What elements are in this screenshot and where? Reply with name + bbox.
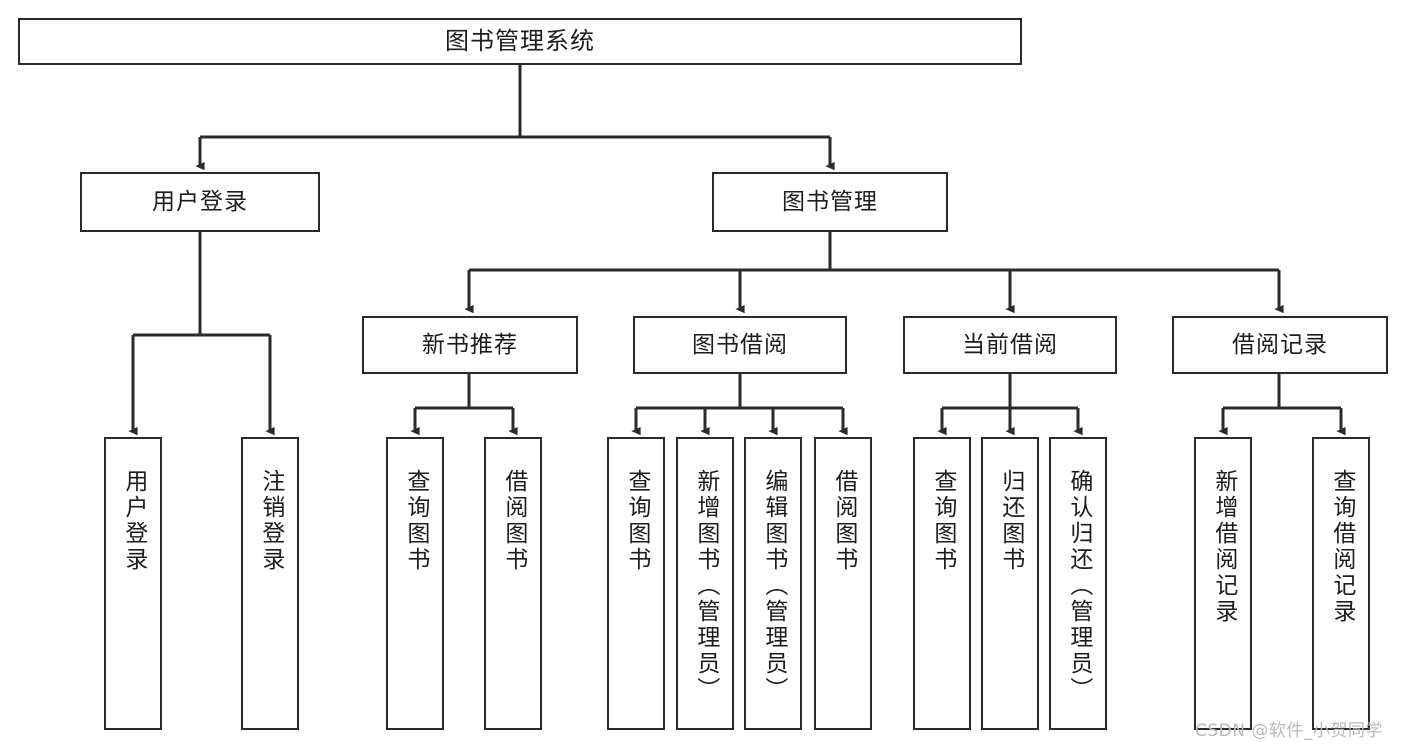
node-current-borrow[interactable]: 当前借阅 [903, 316, 1117, 374]
node-leaf-return-book[interactable]: 归还图书 [981, 437, 1039, 730]
node-leaf-query-book-1[interactable]: 查询图书 [386, 437, 444, 730]
csdn-watermark: CSDN @软件_小贺同学 [1195, 721, 1383, 741]
node-leaf-add-record[interactable]: 新增借阅记录 [1194, 437, 1252, 730]
node-leaf-return-book-label: 归还图书 [997, 469, 1024, 573]
node-leaf-query-book-2-label: 查询图书 [623, 469, 650, 573]
node-book-borrow-label: 图书借阅 [692, 331, 788, 358]
node-leaf-query-book-3-label: 查询图书 [929, 469, 956, 573]
node-leaf-confirm-return[interactable]: 确认归还（管理员） [1049, 437, 1107, 730]
node-leaf-user-login[interactable]: 用户登录 [104, 437, 162, 730]
node-leaf-add-record-label: 新增借阅记录 [1210, 469, 1237, 625]
node-leaf-logout-login-label: 注销登录 [257, 469, 284, 573]
node-leaf-borrow-book-1[interactable]: 借阅图书 [484, 437, 542, 730]
node-leaf-edit-book[interactable]: 编辑图书（管理员） [744, 437, 802, 730]
node-leaf-query-book-1-label: 查询图书 [402, 469, 429, 573]
node-leaf-borrow-book-1-label: 借阅图书 [500, 469, 527, 573]
node-book-manage[interactable]: 图书管理 [712, 172, 948, 232]
node-leaf-add-book[interactable]: 新增图书（管理员） [676, 437, 734, 730]
node-leaf-edit-book-label: 编辑图书（管理员） [760, 469, 787, 703]
node-book-borrow[interactable]: 图书借阅 [633, 316, 847, 374]
node-root-label: 图书管理系统 [445, 26, 595, 55]
node-book-manage-label: 图书管理 [782, 188, 878, 215]
node-new-book-recommend[interactable]: 新书推荐 [362, 316, 578, 374]
node-leaf-query-record-label: 查询借阅记录 [1328, 469, 1355, 625]
node-user-login-label: 用户登录 [152, 188, 248, 215]
node-leaf-borrow-book-2[interactable]: 借阅图书 [814, 437, 872, 730]
node-leaf-confirm-return-label: 确认归还（管理员） [1065, 469, 1092, 703]
node-leaf-query-record[interactable]: 查询借阅记录 [1312, 437, 1370, 730]
node-leaf-logout-login[interactable]: 注销登录 [241, 437, 299, 730]
node-leaf-add-book-label: 新增图书（管理员） [692, 469, 719, 703]
node-user-login[interactable]: 用户登录 [80, 172, 320, 232]
node-leaf-user-login-label: 用户登录 [120, 469, 147, 573]
node-borrow-record[interactable]: 借阅记录 [1172, 316, 1388, 374]
node-root[interactable]: 图书管理系统 [18, 18, 1022, 65]
node-leaf-borrow-book-2-label: 借阅图书 [830, 469, 857, 573]
node-leaf-query-book-2[interactable]: 查询图书 [607, 437, 665, 730]
node-new-book-recommend-label: 新书推荐 [422, 331, 518, 358]
node-leaf-query-book-3[interactable]: 查询图书 [913, 437, 971, 730]
node-borrow-record-label: 借阅记录 [1232, 331, 1328, 358]
node-current-borrow-label: 当前借阅 [962, 331, 1058, 358]
